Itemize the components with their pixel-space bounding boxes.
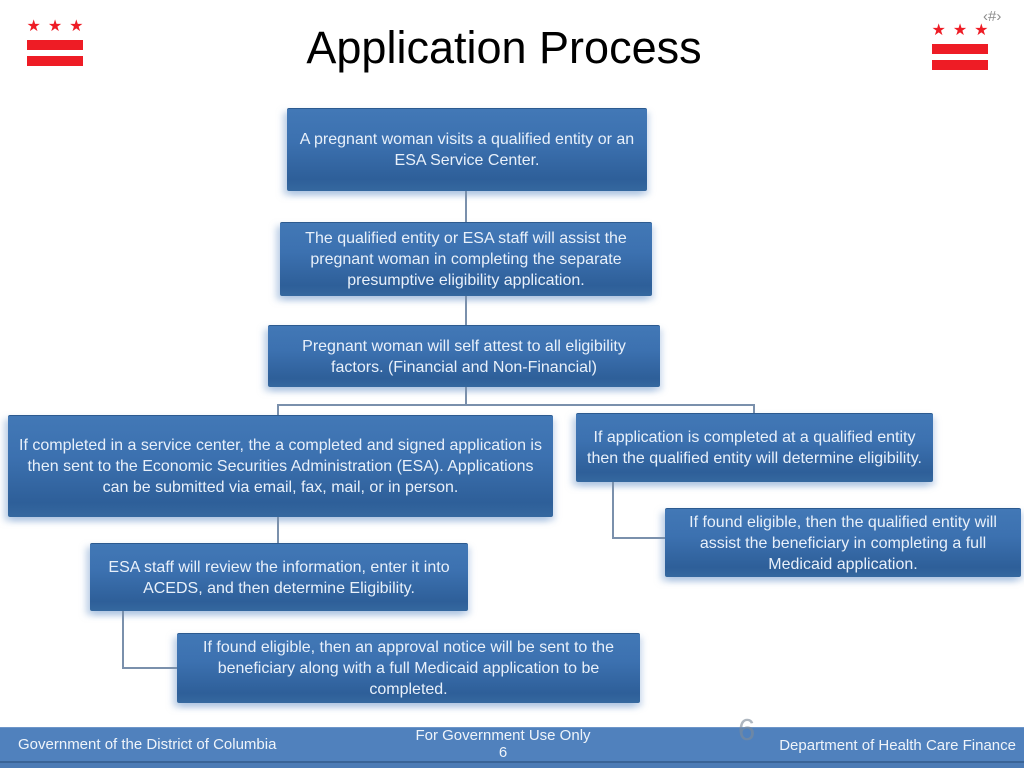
star-icon: ★	[69, 18, 84, 35]
star-icon: ★	[47, 18, 63, 35]
footer-use-only-label: For Government Use Only 6	[0, 727, 1006, 761]
star-icon: ★	[26, 18, 41, 35]
dc-flag-logo-right: ★ ★ ★	[929, 22, 991, 70]
connector-line	[465, 191, 467, 222]
flow-step-esa-review: ESA staff will review the information, e…	[90, 543, 468, 611]
connector-line	[465, 296, 467, 325]
connector-line	[122, 667, 177, 669]
connector-line	[753, 404, 755, 413]
flow-step-service-center: If completed in a service center, the a …	[8, 415, 553, 517]
footer-government-label: Government of the District of Columbia	[18, 736, 277, 753]
connector-line	[122, 611, 124, 668]
flow-step-qualified-entity: If application is completed at a qualifi…	[576, 413, 933, 482]
flag-bar-icon	[932, 60, 988, 70]
flow-step-self-attest: Pregnant woman will self attest to all e…	[268, 325, 660, 387]
flag-bar-icon	[27, 40, 83, 50]
footer-bar	[0, 727, 1024, 762]
slide-page-number: 6	[738, 712, 756, 747]
slide-number-placeholder: ‹#›	[983, 8, 1002, 25]
connector-line	[277, 404, 754, 406]
footer-department-label: Department of Health Care Finance	[779, 737, 1016, 754]
dc-flag-logo-left: ★ ★ ★	[24, 18, 86, 66]
connector-line	[612, 537, 665, 539]
flow-step-approval-notice: If found eligible, then an approval noti…	[177, 633, 640, 703]
star-icon: ★	[974, 22, 989, 39]
footer-page-number: 6	[498, 744, 508, 761]
flow-step-entity-eligible: If found eligible, then the qualified en…	[665, 508, 1021, 577]
flag-bar-icon	[932, 44, 988, 54]
page-title: Application Process	[306, 22, 702, 73]
footer-bottom-strip	[0, 763, 1024, 768]
connector-line	[612, 482, 614, 538]
connector-line	[465, 387, 467, 404]
star-icon: ★	[952, 22, 968, 39]
flag-bar-icon	[27, 56, 83, 66]
flag-stars-icon: ★ ★ ★	[931, 22, 989, 39]
flow-step-assist: The qualified entity or ESA staff will a…	[280, 222, 652, 296]
flag-stars-icon: ★ ★ ★	[26, 18, 84, 35]
footer-divider	[0, 761, 1024, 763]
connector-line	[277, 404, 279, 415]
star-icon: ★	[931, 22, 946, 39]
flow-step-visit: A pregnant woman visits a qualified enti…	[287, 108, 647, 191]
connector-line	[277, 517, 279, 543]
footer-use-only-line1: For Government Use Only	[415, 727, 591, 744]
